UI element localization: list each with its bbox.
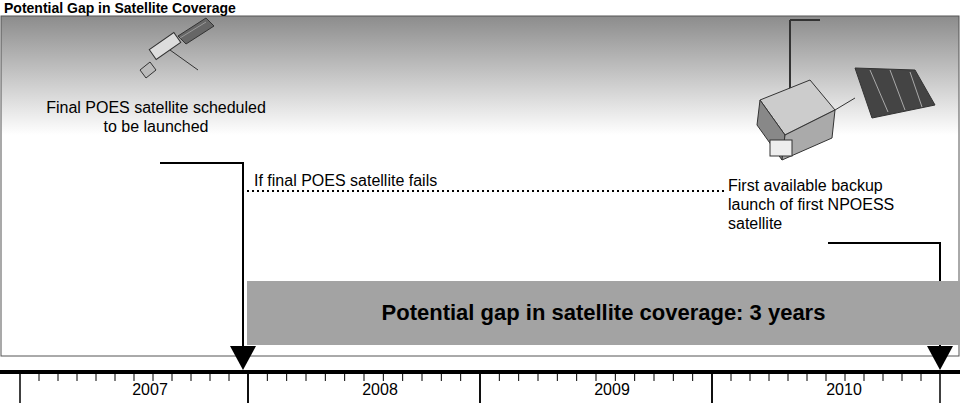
diagram-title: Potential Gap in Satellite Coverage (4, 0, 236, 17)
callout-text: Final POES satellite scheduled to be lau… (40, 98, 272, 136)
failure-dotted-line (247, 190, 724, 192)
year-label: 2010 (826, 380, 862, 399)
timeline-axis (0, 370, 960, 374)
panel (1, 16, 959, 356)
launch-arrow (160, 163, 256, 370)
gap-band: Potential gap in satellite coverage: 3 y… (247, 281, 960, 345)
year-label: 2007 (132, 380, 168, 399)
year-label: 2008 (362, 380, 398, 399)
poes-satellite (140, 18, 214, 78)
callout-text: First available backup launch of first N… (728, 176, 918, 234)
band-text: Potential gap in satellite coverage: 3 y… (374, 300, 834, 326)
timeline-ticks (20, 374, 940, 403)
year-label: 2009 (594, 380, 630, 399)
callout-text: If final POES satellite fails (252, 171, 439, 190)
npoess-satellite (757, 20, 935, 160)
